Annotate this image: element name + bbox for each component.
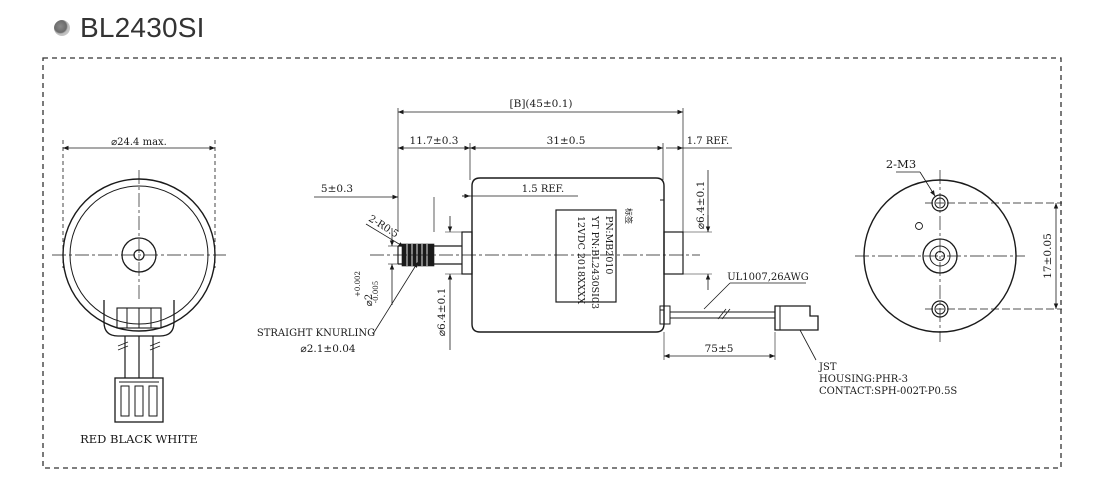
page-header: BL2430SI <box>54 8 205 48</box>
shaft-tol-top: +0.002 <box>354 271 362 297</box>
lead-length-label: 75±5 <box>705 343 734 355</box>
motor-body <box>471 177 665 333</box>
motor-label-plate <box>555 209 617 303</box>
label-note: 标签 <box>624 208 634 224</box>
connector-housing: HOUSING:PHR-3 <box>819 374 908 385</box>
page-title: BL2430SI <box>80 12 205 43</box>
front-view <box>52 140 226 423</box>
shaft-dia-label: ⌀2 <box>364 294 375 306</box>
front-boss-dia-label: ⌀6.4±0.1 <box>436 288 448 337</box>
knurl-length-label: 5±0.3 <box>321 183 353 195</box>
rear-bearing-boss <box>663 231 684 275</box>
mount-holes-label: 2-M3 <box>886 157 916 171</box>
hole-spacing-label: 17±0.05 <box>1042 233 1054 279</box>
shaft-tol-bottom: -0.005 <box>372 281 380 303</box>
knurling-title: STRAIGHT KNURLING <box>257 328 375 339</box>
body-length-label: 31±0.5 <box>547 135 586 147</box>
knurling-dia-label: ⌀2.1±0.04 <box>300 343 356 355</box>
rear-boss-dia-label: ⌀6.4±0.1 <box>695 181 707 230</box>
ref-mid-label: 1.5 REF. <box>522 184 564 195</box>
drawing-frame <box>42 57 1062 469</box>
label-line-1: PN:MB2010 <box>603 216 614 274</box>
label-line-3: 12VDC 2018XXXX <box>575 216 586 304</box>
front-connector <box>114 377 164 423</box>
connector-contact: CONTACT:SPH-002T-P0.5S <box>819 386 957 397</box>
side-connector <box>774 305 819 331</box>
bullet-icon <box>54 20 70 36</box>
connector-brand: JST <box>818 362 837 373</box>
wire-colors-label: RED BLACK WHITE <box>80 432 198 446</box>
rear-view <box>855 170 1062 342</box>
shaft-length-label: 11.7±0.3 <box>410 135 459 147</box>
front-bearing-boss <box>461 231 473 275</box>
ref-right-label: 1.7 REF. <box>687 136 729 147</box>
front-diameter-label: ⌀24.4 max. <box>111 137 167 148</box>
overall-length-label: [B](45±0.1) <box>510 98 573 110</box>
wire-spec-label: UL1007,26AWG <box>727 272 809 283</box>
label-line-2: YT PN:BL2430SI03 <box>589 215 600 309</box>
side-view <box>314 108 819 361</box>
